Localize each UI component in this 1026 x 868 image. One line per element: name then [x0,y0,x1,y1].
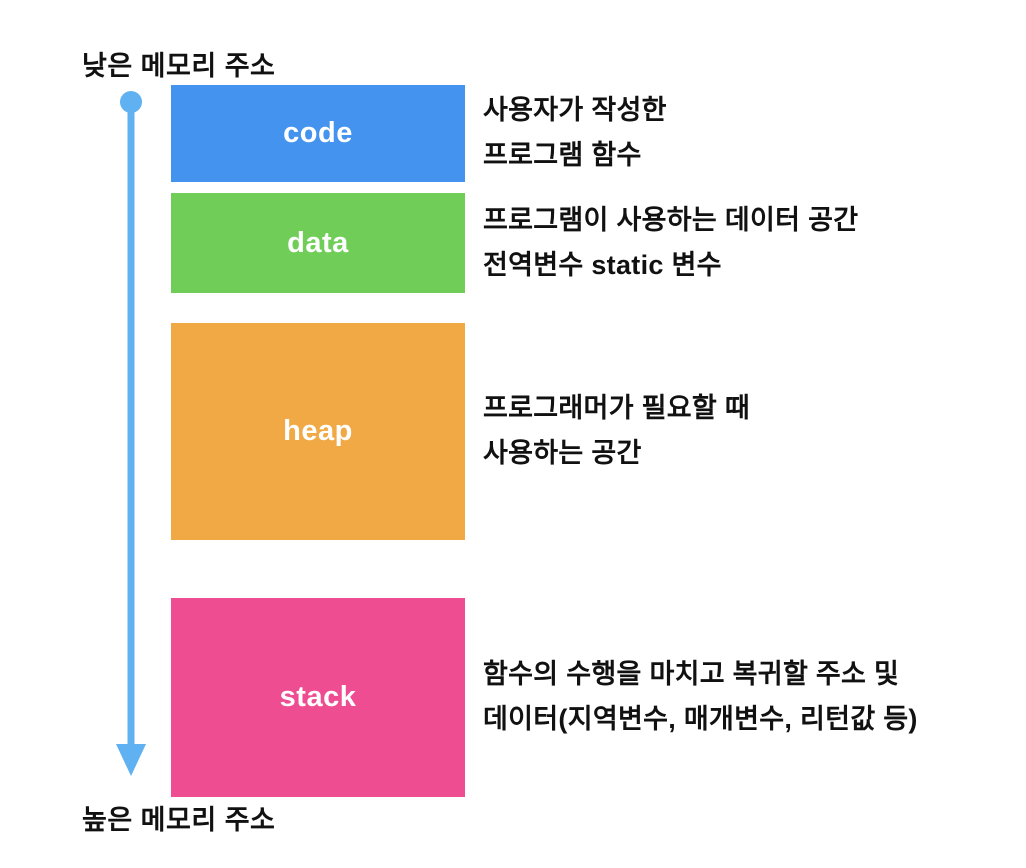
heap-segment-description: 프로그래머가 필요할 때 사용하는 공간 [483,386,750,476]
stack-segment-description: 함수의 수행을 마치고 복귀할 주소 및 데이터(지역변수, 매개변수, 리턴값… [483,652,918,742]
low-memory-address-label: 낮은 메모리 주소 [82,51,276,81]
description-line: 사용자가 작성한 [483,95,667,125]
description-line: 프로그램 함수 [483,140,642,170]
stack-segment-label: stack [279,681,357,713]
arrow-head-down-icon [116,744,146,776]
code-segment-description: 사용자가 작성한 프로그램 함수 [483,88,667,178]
description-line: 프로그래머가 필요할 때 [483,393,751,423]
high-memory-address-label: 높은 메모리 주소 [82,805,276,835]
data-segment-box: data [171,193,465,293]
description-line: 사용하는 공간 [483,438,642,468]
description-line: 전역변수 static 변수 [483,250,722,280]
description-line: 함수의 수행을 마치고 복귀할 주소 및 [483,659,900,689]
memory-direction-arrow-icon [116,91,146,776]
code-segment-label: code [283,117,353,149]
data-segment-description: 프로그램이 사용하는 데이터 공간 전역변수 static 변수 [483,198,858,288]
data-segment-label: data [287,226,349,259]
description-line: 데이터(지역변수, 매개변수, 리턴값 등) [483,704,918,734]
heap-segment-box: heap [171,323,465,540]
stack-segment-box: stack [171,598,465,797]
description-line: 프로그램이 사용하는 데이터 공간 [483,205,859,235]
heap-segment-label: heap [283,415,353,447]
code-segment-box: code [171,85,465,182]
